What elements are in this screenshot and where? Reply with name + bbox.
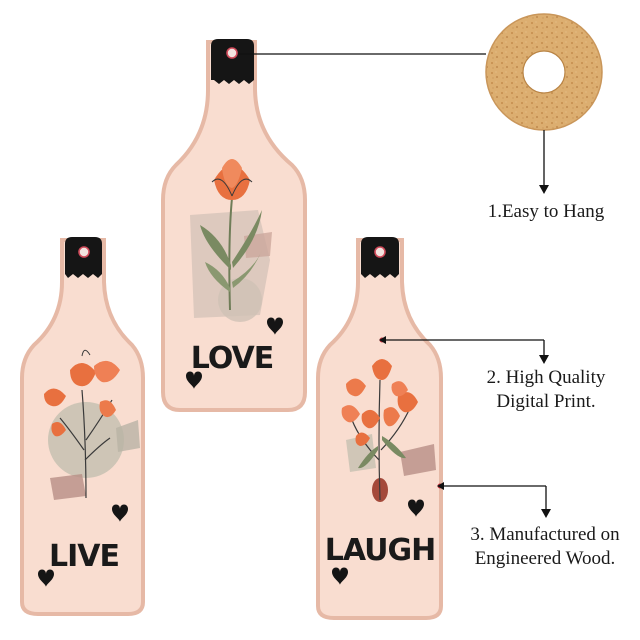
arrow-down-icon xyxy=(541,509,551,518)
heart-icon xyxy=(332,567,348,585)
bottle-laugh: LAUGH xyxy=(316,237,443,620)
heart-icon xyxy=(112,504,128,522)
wash-pink xyxy=(50,474,86,500)
heart-icon xyxy=(186,371,202,389)
arrow-down-icon xyxy=(539,185,549,194)
feature-line: Digital Print. xyxy=(496,391,596,412)
heart-icon xyxy=(267,317,283,335)
arrow-left-icon xyxy=(379,336,386,344)
feature-line: 1.Easy to Hang xyxy=(487,201,605,222)
hanging-hole-icon xyxy=(78,246,90,258)
feature-line: 2. High Quality xyxy=(486,367,606,388)
feature-engineered-wood: 3. Manufactured on Engineered Wood. xyxy=(452,523,638,571)
flower-illustration xyxy=(200,159,262,311)
heart-icon xyxy=(408,499,424,517)
arrow-left-icon xyxy=(437,482,444,490)
cork-washer-icon xyxy=(485,13,603,131)
feature-digital-print: 2. High Quality Digital Print. xyxy=(458,366,634,414)
bottle-cap xyxy=(211,39,254,84)
arrow-down-icon xyxy=(539,355,549,364)
wash-pink xyxy=(400,444,436,476)
feature-easy-to-hang: 1.Easy to Hang xyxy=(466,200,626,224)
wash-grey xyxy=(116,420,140,452)
feature-line: Engineered Wood. xyxy=(474,548,616,569)
heart-icon xyxy=(38,569,54,587)
bottle-live: LIVE xyxy=(20,237,145,616)
bottle-word-live: LIVE xyxy=(49,539,119,574)
flower-illustration xyxy=(44,349,120,499)
hanging-hole-icon xyxy=(374,246,386,258)
callout-lines xyxy=(238,53,547,510)
hanging-hole-icon xyxy=(226,47,238,59)
feature-line: 3. Manufactured on xyxy=(470,524,620,545)
flower-illustration xyxy=(341,359,418,501)
bottle-word-love: LOVE xyxy=(191,341,273,376)
bottle-word-laugh: LAUGH xyxy=(325,533,436,568)
bottle-love: LOVE xyxy=(161,39,307,412)
